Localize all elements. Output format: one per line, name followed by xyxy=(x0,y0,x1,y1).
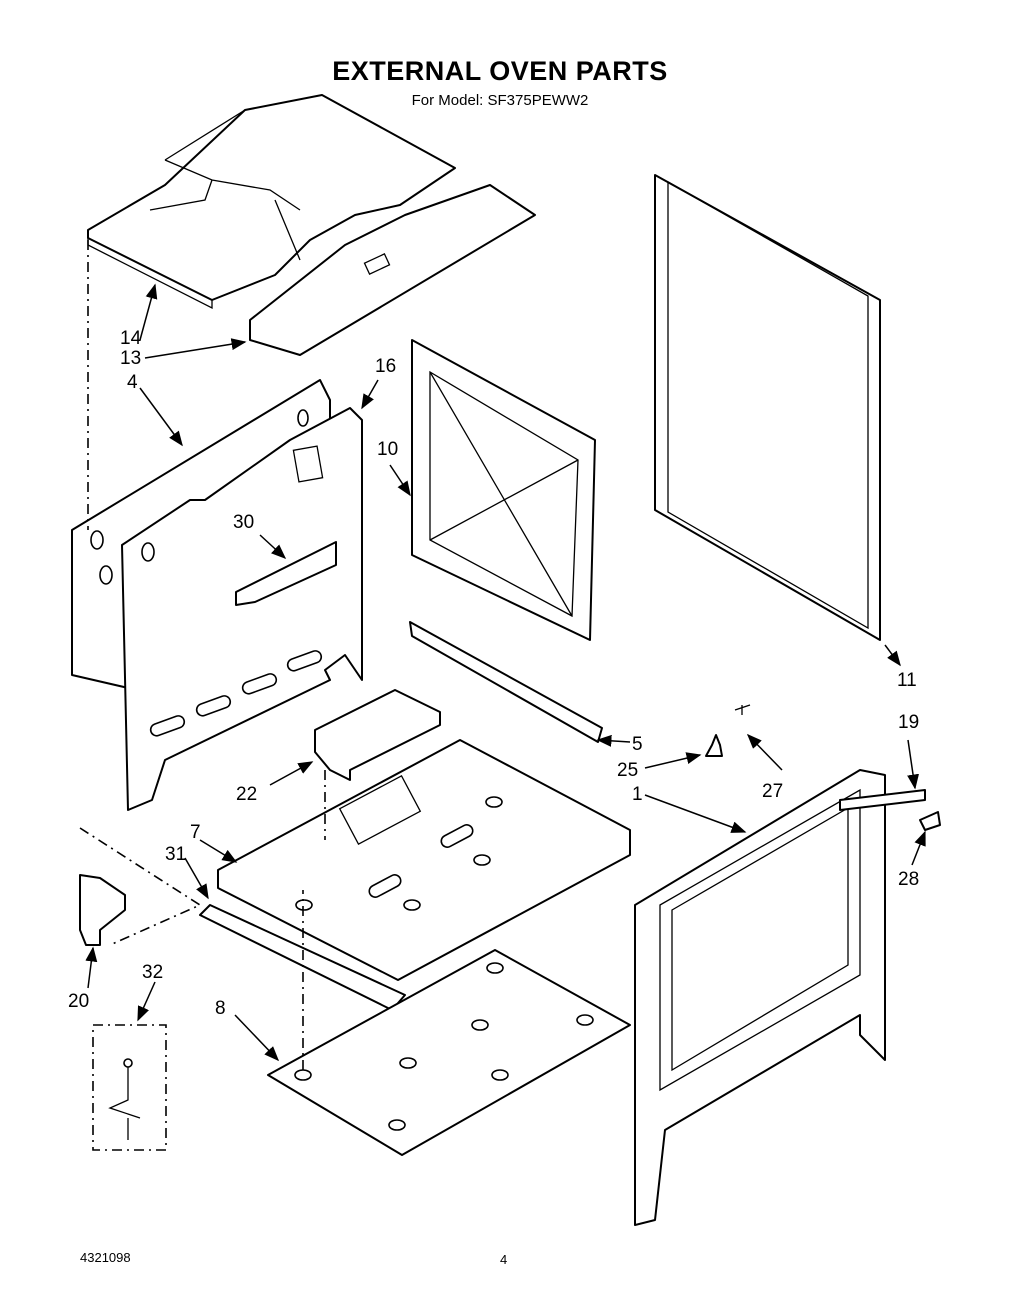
assembly-lines xyxy=(79,240,326,1070)
front-top-trim-part xyxy=(249,184,536,356)
back-panel-part xyxy=(654,174,881,641)
callout-20: 20 xyxy=(68,991,89,1012)
callout-31: 31 xyxy=(165,844,186,865)
callout-22: 22 xyxy=(236,784,257,805)
side-panel-inner-part xyxy=(121,407,363,811)
callout-14: 14 xyxy=(120,328,142,349)
page-title: EXTERNAL OVEN PARTS xyxy=(332,56,668,86)
callout-5: 5 xyxy=(632,734,643,755)
hinge-strip-part xyxy=(839,789,926,811)
callout-13: 13 xyxy=(120,348,141,369)
callout-11: 11 xyxy=(897,670,917,691)
page-number: 4 xyxy=(500,1252,508,1267)
shield-part xyxy=(314,689,441,781)
oven-front-frame-part xyxy=(634,769,886,1226)
callout-28: 28 xyxy=(898,869,919,890)
callout-7: 7 xyxy=(190,822,201,843)
oven-bottom-part xyxy=(217,739,631,981)
oven-frame-part xyxy=(411,339,596,641)
callout-25: 25 xyxy=(617,760,638,781)
small-bracket-part xyxy=(79,874,126,946)
model-subtitle: For Model: SF375PEWW2 xyxy=(411,92,589,109)
callout-27: 27 xyxy=(762,781,783,802)
knob-hardware-25 xyxy=(705,734,723,757)
bracket-part xyxy=(235,541,337,606)
screw-hardware-27 xyxy=(734,704,751,715)
callout-19: 19 xyxy=(898,712,919,733)
callout-32: 32 xyxy=(142,962,163,983)
leader-lines xyxy=(85,283,926,1062)
callout-8: 8 xyxy=(215,998,226,1019)
bottom-panel-part xyxy=(267,949,631,1156)
callout-30: 30 xyxy=(233,512,254,533)
callout-4: 4 xyxy=(127,372,138,393)
top-cover-part xyxy=(87,94,456,310)
connector-hardware-28 xyxy=(919,811,941,831)
hardware-box-part xyxy=(92,1024,167,1151)
callout-16: 16 xyxy=(375,356,396,377)
callout-10: 10 xyxy=(377,439,398,460)
document-number: 4321098 xyxy=(80,1250,131,1265)
callout-1: 1 xyxy=(632,784,643,805)
